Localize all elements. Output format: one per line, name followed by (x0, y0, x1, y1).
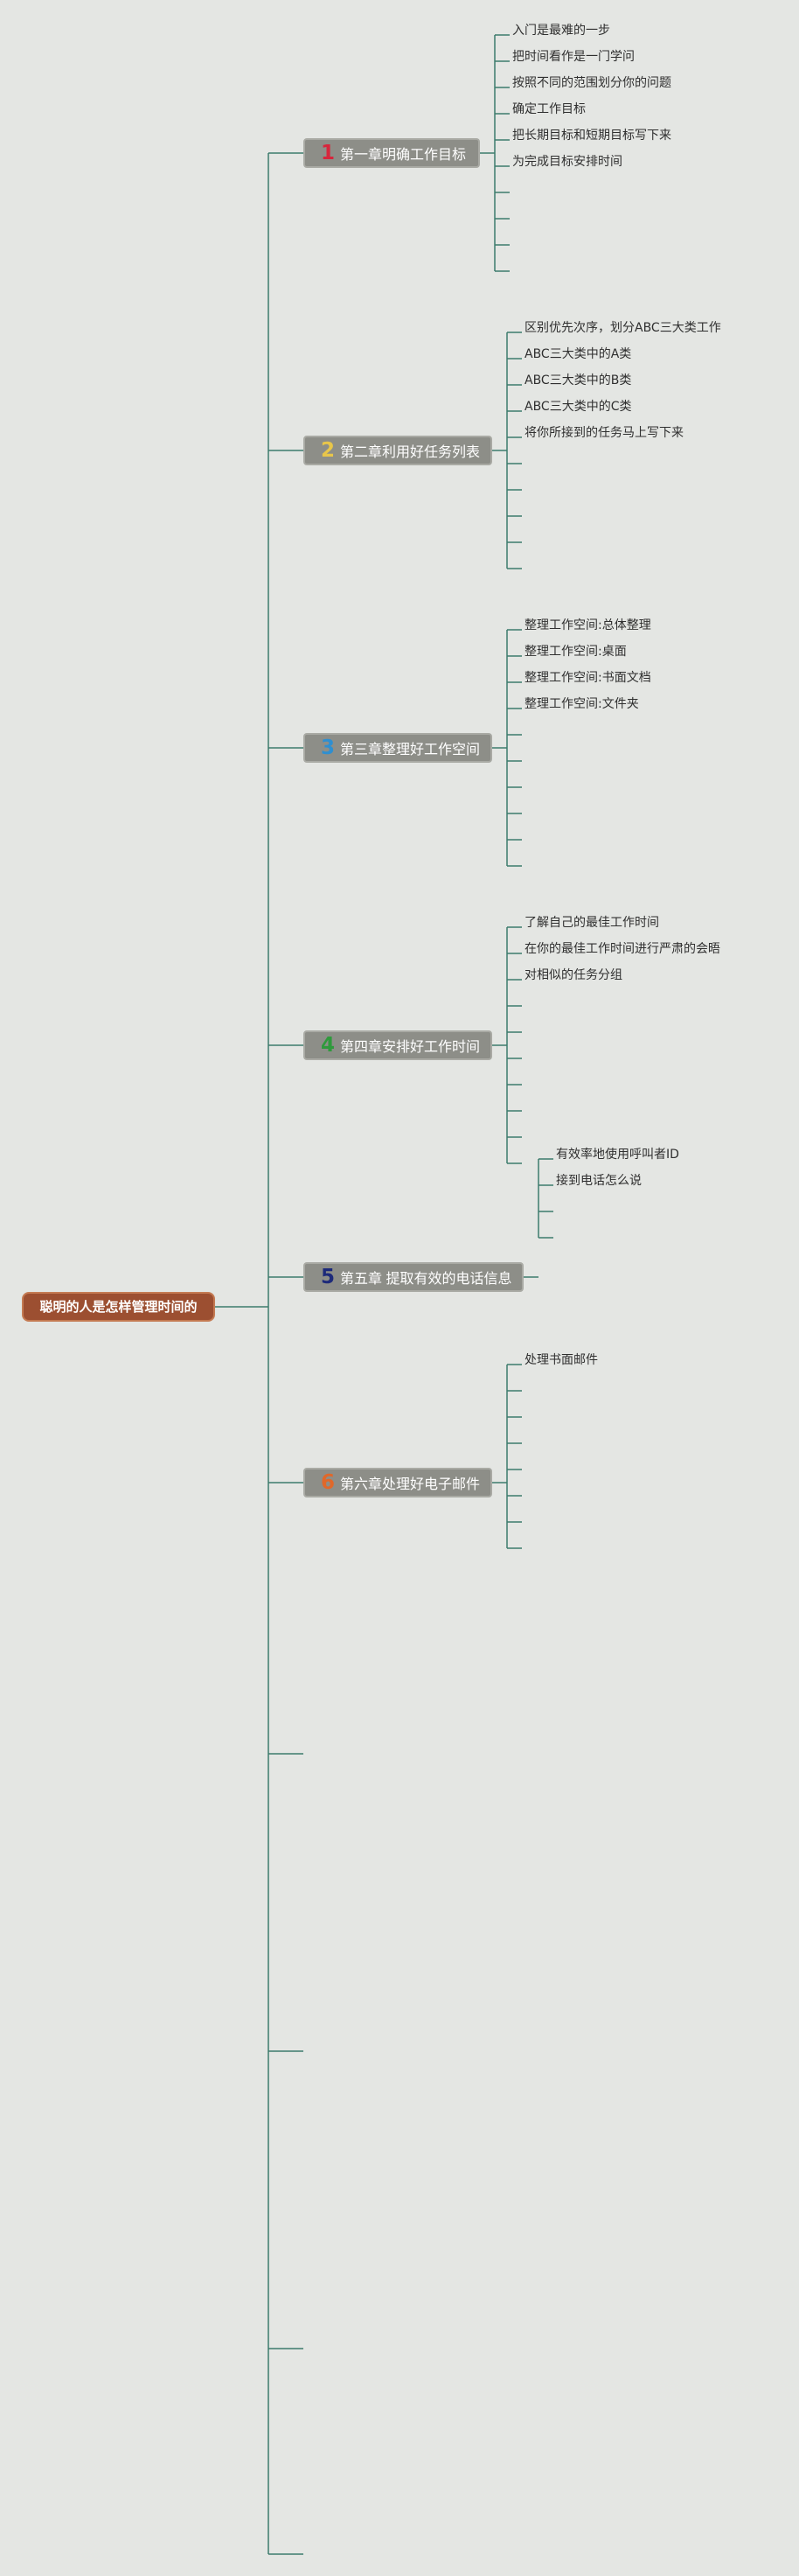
leaf-item[interactable]: 按照不同的范围划分你的问题 (512, 76, 671, 90)
chapter-title: 第一章明确工作目标 (340, 148, 467, 163)
leaf-item[interactable]: 将你所接到的任务马上写下来 (525, 426, 684, 440)
chapter-node-2[interactable]: 2 第二章利用好任务列表 (303, 436, 492, 465)
leaf-item[interactable]: 整理工作空间:桌面 (525, 645, 627, 659)
chapter-number: 3 (321, 736, 336, 759)
chapter-title: 第三章整理好工作空间 (340, 743, 481, 757)
leaf-item[interactable]: 把长期目标和短期目标写下来 (512, 129, 671, 143)
chapter-number: 2 (321, 439, 336, 462)
chapter-title: 第六章处理好电子邮件 (340, 1477, 481, 1492)
leaf-item[interactable]: ABC三大类中的C类 (525, 400, 632, 414)
leaf-item[interactable]: ABC三大类中的A类 (525, 347, 632, 361)
chapter-title: 第五章 提取有效的电话信息 (340, 1272, 512, 1287)
chapter-title: 第二章利用好任务列表 (340, 445, 481, 460)
leaf-item[interactable]: 对相似的任务分组 (525, 968, 622, 982)
chapter-number: 4 (321, 1034, 336, 1057)
chapter-number: 1 (321, 142, 336, 164)
chapter-number: 6 (321, 1471, 336, 1494)
chapter-node-3[interactable]: 3 第三章整理好工作空间 (303, 733, 492, 763)
leaf-item[interactable]: 区别优先次序，划分ABC三大类工作 (525, 321, 721, 335)
leaf-item[interactable]: 入门是最难的一步 (512, 24, 610, 38)
chapter-node-4[interactable]: 4 第四章安排好工作时间 (303, 1030, 492, 1060)
leaf-item[interactable]: 了解自己的最佳工作时间 (525, 916, 659, 930)
leaf-item[interactable]: 处理书面邮件 (525, 1353, 598, 1367)
root-node[interactable]: 聪明的人是怎样管理时间的 (22, 1292, 215, 1322)
chapter-title: 第四章安排好工作时间 (340, 1040, 481, 1055)
leaf-item[interactable]: 整理工作空间:总体整理 (525, 618, 651, 632)
leaf-item[interactable]: 整理工作空间:文件夹 (525, 697, 639, 711)
chapter-number: 5 (321, 1266, 336, 1288)
leaf-item[interactable]: 整理工作空间:书面文档 (525, 671, 651, 685)
leaf-item[interactable]: 接到电话怎么说 (556, 1174, 642, 1188)
chapter-node-5[interactable]: 5 第五章 提取有效的电话信息 (303, 1262, 524, 1292)
chapter-node-6[interactable]: 6 第六章处理好电子邮件 (303, 1468, 492, 1497)
chapter-node-1[interactable]: 1 第一章明确工作目标 (303, 138, 480, 168)
leaf-item[interactable]: 在你的最佳工作时间进行严肃的会晤 (525, 942, 720, 956)
leaf-item[interactable]: 为完成目标安排时间 (512, 155, 622, 169)
leaf-item[interactable]: 确定工作目标 (512, 102, 586, 116)
leaf-item[interactable]: 把时间看作是一门学问 (512, 50, 635, 64)
leaf-item[interactable]: ABC三大类中的B类 (525, 373, 632, 387)
leaf-item[interactable]: 有效率地使用呼叫者ID (556, 1148, 679, 1162)
